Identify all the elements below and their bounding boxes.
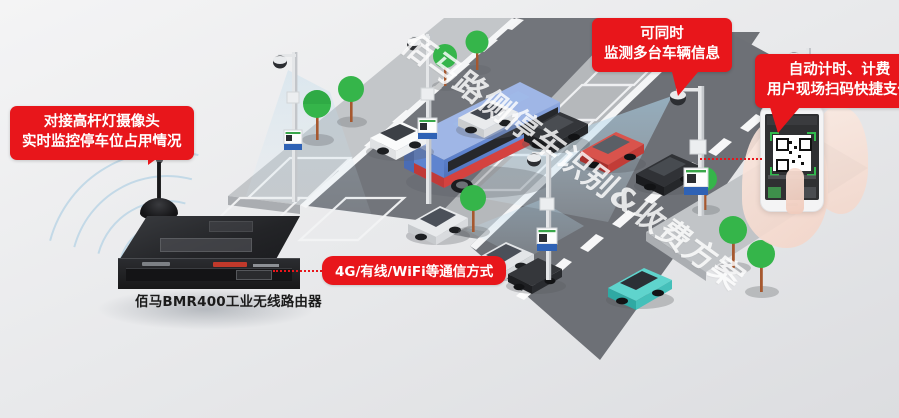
- callout-payment-line2: 用户现场扫码快捷支付: [767, 81, 899, 98]
- tree: [717, 216, 751, 274]
- callout-payment-line1: 自动计时、计费: [788, 62, 891, 78]
- tree: [465, 30, 491, 75]
- callout-camera-tail: [148, 142, 170, 165]
- index-finger: [786, 168, 804, 214]
- camera-pole-1: [273, 52, 303, 202]
- router-top-vent: [209, 221, 253, 232]
- callout-multi-vehicle-line1: 可同时: [640, 26, 684, 42]
- router-antenna-port: [253, 264, 279, 267]
- connector-sign-to-phone: [700, 158, 762, 160]
- qr-dot: [798, 155, 801, 158]
- qr-finder-tl: [776, 138, 789, 151]
- scan-button-icon[interactable]: [768, 187, 781, 198]
- album-button-icon[interactable]: [803, 187, 816, 198]
- vehicle-silver-sedan-2: [406, 206, 470, 245]
- qr-dot: [794, 146, 797, 149]
- qr-dot: [789, 141, 792, 144]
- router-shadow: [96, 288, 316, 330]
- tree: [302, 90, 334, 146]
- callout-multi-vehicle-tail: [672, 72, 698, 96]
- callout-multi-vehicle: 可同时 监测多台车辆信息: [592, 18, 732, 73]
- callout-payment: 自动计时、计费 用户现场扫码快捷支付: [755, 54, 899, 109]
- camera-pole-5: [527, 150, 558, 280]
- vehicle-red-sedan: [578, 132, 646, 174]
- vehicle-black-sedan-3: [506, 258, 566, 294]
- router-top-sticker: [160, 238, 252, 252]
- qr-code[interactable]: [773, 135, 812, 172]
- callout-payment-tail: [770, 107, 800, 133]
- qr-finder-tr: [799, 138, 812, 151]
- router-caption: 佰马BMR400工业无线路由器: [135, 294, 322, 310]
- callout-multi-vehicle-line2: 监测多台车辆信息: [604, 45, 720, 62]
- callout-camera-line1: 对接高杆灯摄像头: [43, 114, 160, 130]
- antenna-rod: [157, 140, 161, 202]
- detection-cone-left: [246, 70, 372, 216]
- tree: [745, 240, 779, 298]
- vehicle-bus: [404, 82, 560, 198]
- detection-cone-mid: [466, 200, 584, 260]
- qr-dot: [801, 162, 804, 165]
- camera-pole-2: [407, 34, 438, 204]
- tree: [337, 76, 367, 128]
- tree: [458, 185, 490, 238]
- router-led-block: [142, 262, 170, 266]
- vehicle-silver-sedan-1: [456, 100, 520, 139]
- router-sim-slot: [236, 270, 272, 280]
- callout-camera-line2: 实时监控停车位占用情况: [22, 133, 182, 150]
- router-brand-strip: [213, 262, 247, 267]
- scan-frame-tr-icon: [807, 132, 816, 141]
- connector-router-to-street: [273, 270, 345, 272]
- scan-frame-tl-icon: [770, 132, 779, 141]
- vehicle-white-suv: [366, 122, 434, 161]
- antenna-base: [140, 198, 178, 220]
- communication-pill: 4G/有线/WiFi等通信方式: [322, 256, 507, 285]
- vehicle-black-sedan-1: [522, 112, 590, 154]
- detection-cone-right: [470, 96, 672, 222]
- qr-dot: [789, 151, 792, 154]
- vehicle-teal-sedan: [606, 268, 674, 310]
- qr-finder-bl: [776, 159, 789, 172]
- qr-dot: [792, 160, 795, 163]
- camera-pole-3: [670, 86, 709, 216]
- tree: [432, 44, 460, 91]
